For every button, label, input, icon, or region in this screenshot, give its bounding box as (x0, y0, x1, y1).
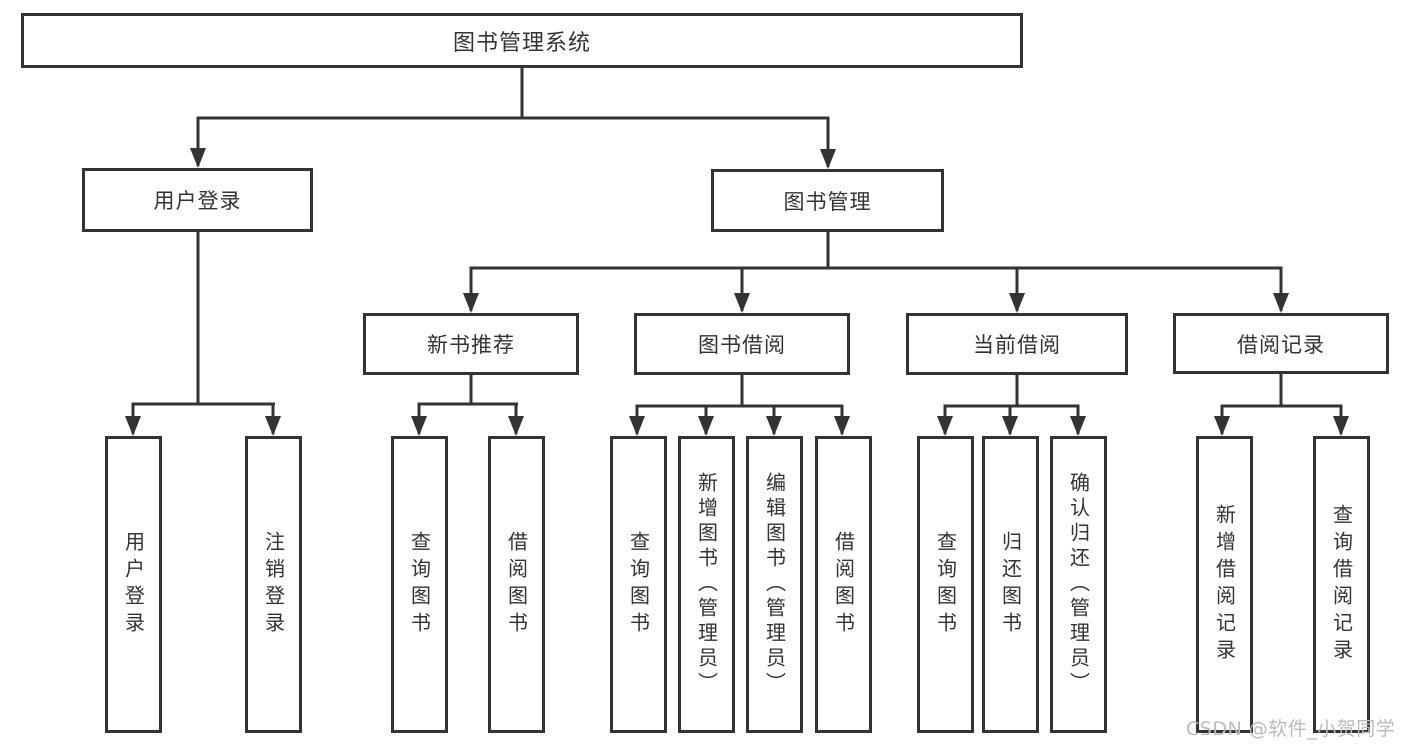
leaf-query-books-borrow: 查询图书 (610, 436, 667, 733)
leaf-query-books-recommend: 查询图书 (391, 436, 448, 733)
leaf-borrow-books-recommend: 借阅图书 (488, 436, 545, 733)
node-user-login: 用户登录 (82, 168, 313, 232)
node-current-borrow-label: 当前借阅 (973, 333, 1061, 357)
leaf-add-borrow-record: 新增借阅记录 (1196, 436, 1253, 733)
leaf-add-book-admin-label: 新增图书（管理员） (694, 472, 719, 697)
leaf-add-book-admin: 新增图书（管理员） (678, 436, 735, 733)
node-book-borrow: 图书借阅 (634, 313, 850, 375)
arrowheads (125, 148, 1349, 436)
leaf-user-login: 用户登录 (105, 436, 162, 733)
csdn-watermark: CSDN @软件_小贺同学 (1186, 718, 1396, 740)
leaf-logout-label: 注销登录 (261, 530, 286, 639)
node-book-borrow-label: 图书借阅 (698, 333, 786, 357)
leaf-query-books-current-label: 查询图书 (933, 530, 958, 639)
leaf-borrow-books-recommend-label: 借阅图书 (504, 530, 529, 639)
leaf-edit-book-admin-label: 编辑图书（管理员） (762, 472, 787, 697)
leaf-logout: 注销登录 (245, 436, 302, 733)
node-new-book-recommend-label: 新书推荐 (427, 333, 515, 357)
leaf-user-login-label: 用户登录 (121, 530, 146, 639)
leaf-confirm-return-admin-label: 确认归还（管理员） (1066, 472, 1091, 697)
leaf-edit-book-admin: 编辑图书（管理员） (746, 436, 803, 733)
leaf-return-book: 归还图书 (982, 436, 1039, 733)
node-book-management: 图书管理 (711, 169, 944, 232)
leaf-add-borrow-record-label: 新增借阅记录 (1212, 503, 1237, 666)
leaf-borrow-books-borrow: 借阅图书 (815, 436, 872, 733)
node-library-system: 图书管理系统 (21, 13, 1023, 68)
leaf-query-borrow-record-label: 查询借阅记录 (1329, 503, 1354, 666)
node-book-management-label: 图书管理 (783, 189, 872, 214)
node-user-login-label: 用户登录 (153, 189, 242, 213)
leaf-return-book-label: 归还图书 (998, 530, 1023, 639)
connector-segments (131, 68, 1343, 434)
node-current-borrow: 当前借阅 (906, 313, 1128, 375)
node-library-system-label: 图书管理系统 (452, 30, 591, 56)
leaf-query-books-recommend-label: 查询图书 (407, 530, 432, 639)
leaf-query-books-current: 查询图书 (917, 436, 974, 733)
node-new-book-recommend: 新书推荐 (363, 313, 579, 375)
leaf-confirm-return-admin: 确认归还（管理员） (1050, 436, 1107, 733)
leaf-borrow-books-borrow-label: 借阅图书 (831, 530, 856, 639)
node-borrow-records: 借阅记录 (1173, 313, 1389, 374)
leaf-query-books-borrow-label: 查询图书 (626, 530, 651, 639)
node-borrow-records-label: 借阅记录 (1237, 332, 1325, 357)
leaf-query-borrow-record: 查询借阅记录 (1313, 436, 1370, 733)
